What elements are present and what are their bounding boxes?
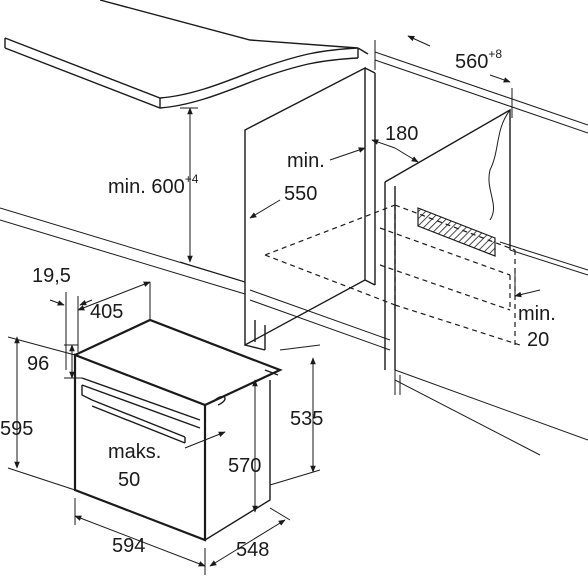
- label-min-550-line1: min.: [287, 150, 325, 172]
- label-535: 535: [290, 408, 323, 430]
- label-19-5: 19,5: [32, 265, 71, 287]
- dimension-lines: [7, 35, 541, 575]
- label-min-550-line2: 550: [284, 183, 317, 205]
- back-wall: [374, 51, 588, 134]
- label-595: 595: [0, 418, 33, 440]
- hidden-lines: [264, 204, 521, 346]
- label-594: 594: [112, 535, 145, 557]
- label-96: 96: [27, 353, 49, 375]
- label-min-20-line2: 20: [527, 329, 549, 351]
- label-560: 560+8: [455, 47, 502, 73]
- label-min-20-line1: min.: [518, 303, 556, 325]
- label-180: 180: [385, 123, 418, 145]
- right-floor-lines: [394, 369, 588, 456]
- label-min-600: min. 600+4: [108, 172, 199, 198]
- label-maks-line1: maks.: [108, 441, 161, 463]
- label-570: 570: [228, 455, 261, 477]
- dimension-labels: 560+8 min. 600+4 min. 550 180 min. 20 19…: [0, 47, 556, 561]
- label-548: 548: [236, 539, 269, 561]
- label-405: 405: [90, 301, 123, 323]
- ventilation-opening: [417, 207, 496, 257]
- worktop: [4, 0, 369, 109]
- label-maks-line2: 50: [118, 469, 140, 491]
- left-cabinet-panel: [244, 66, 376, 351]
- oven: [73, 318, 283, 542]
